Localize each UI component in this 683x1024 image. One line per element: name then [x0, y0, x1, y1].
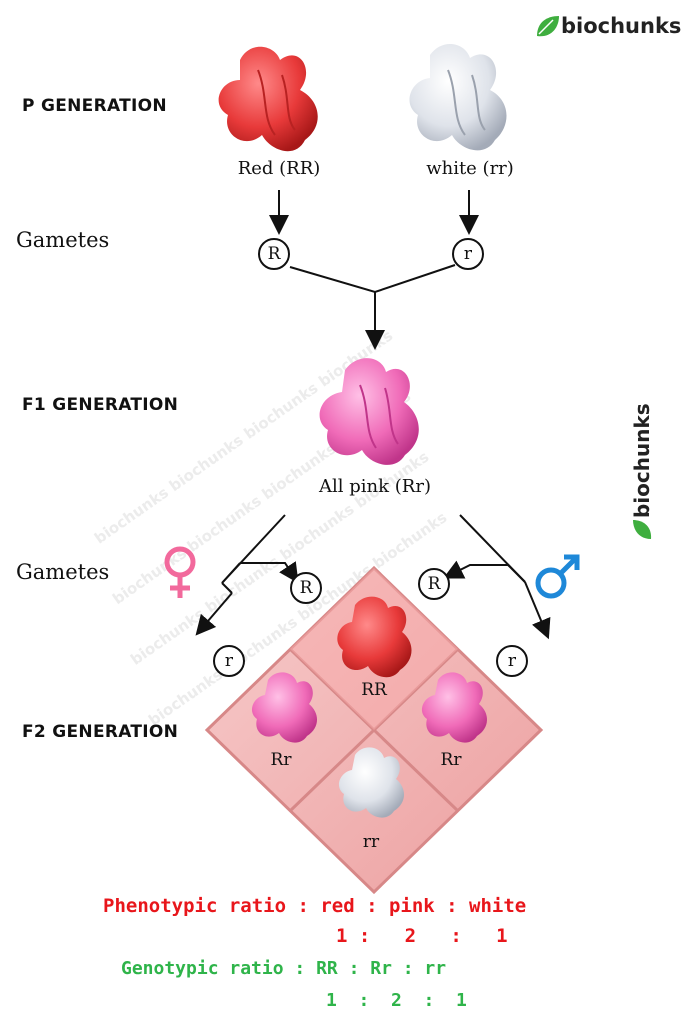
f1-generation-label: F1 GENERATION	[22, 395, 179, 415]
leaf-icon	[633, 520, 652, 539]
f2-red-flower-icon	[337, 596, 412, 678]
logo: biochunks	[533, 12, 681, 40]
leaf-icon	[537, 16, 559, 37]
genotypic-ratio-label: Genotypic ratio : RR : Rr : rr	[121, 958, 447, 979]
gametes-label-2: Gametes	[16, 560, 110, 584]
punnett-square	[204, 565, 544, 895]
male-gamete-dominant: R	[418, 568, 450, 600]
female-symbol-icon	[164, 546, 196, 598]
f2-white-flower-icon	[338, 747, 405, 818]
punnett-cell-bottom-label: rr	[362, 832, 380, 852]
white-parent-caption: white (rr)	[426, 158, 514, 179]
male-symbol-icon	[535, 554, 580, 599]
f2-pink-flower-right-icon	[421, 672, 488, 743]
punnett-cell-left-label: Rr	[270, 750, 292, 770]
f2-generation-label: F2 GENERATION	[22, 722, 179, 742]
punnett-cell-right-label: Rr	[440, 750, 462, 770]
white-flower-icon	[409, 43, 507, 151]
f2-pink-flower-left-icon	[251, 672, 318, 743]
female-gamete-dominant: R	[290, 572, 322, 604]
red-flower-icon	[218, 46, 318, 152]
punnett-cell-top-label: RR	[361, 680, 387, 700]
red-parent-caption: Red (RR)	[237, 158, 321, 179]
gamete-r-recessive-p: r	[452, 238, 484, 270]
pink-flower-icon	[319, 358, 419, 465]
phenotypic-ratio-values: 1 : 2 : 1	[336, 925, 508, 947]
female-gamete-recessive: r	[213, 645, 245, 677]
vertical-logo: biochunks	[612, 400, 672, 550]
gametes-label-1: Gametes	[16, 228, 110, 252]
p-generation-label: P GENERATION	[22, 96, 167, 116]
genotypic-ratio-values: 1 : 2 : 1	[326, 990, 467, 1011]
logo-text: biochunks	[561, 14, 682, 38]
male-gamete-recessive: r	[496, 645, 528, 677]
phenotypic-ratio-label: Phenotypic ratio : red : pink : white	[103, 895, 527, 917]
gamete-r-dominant-p: R	[258, 238, 290, 270]
f1-caption: All pink (Rr)	[319, 476, 431, 497]
